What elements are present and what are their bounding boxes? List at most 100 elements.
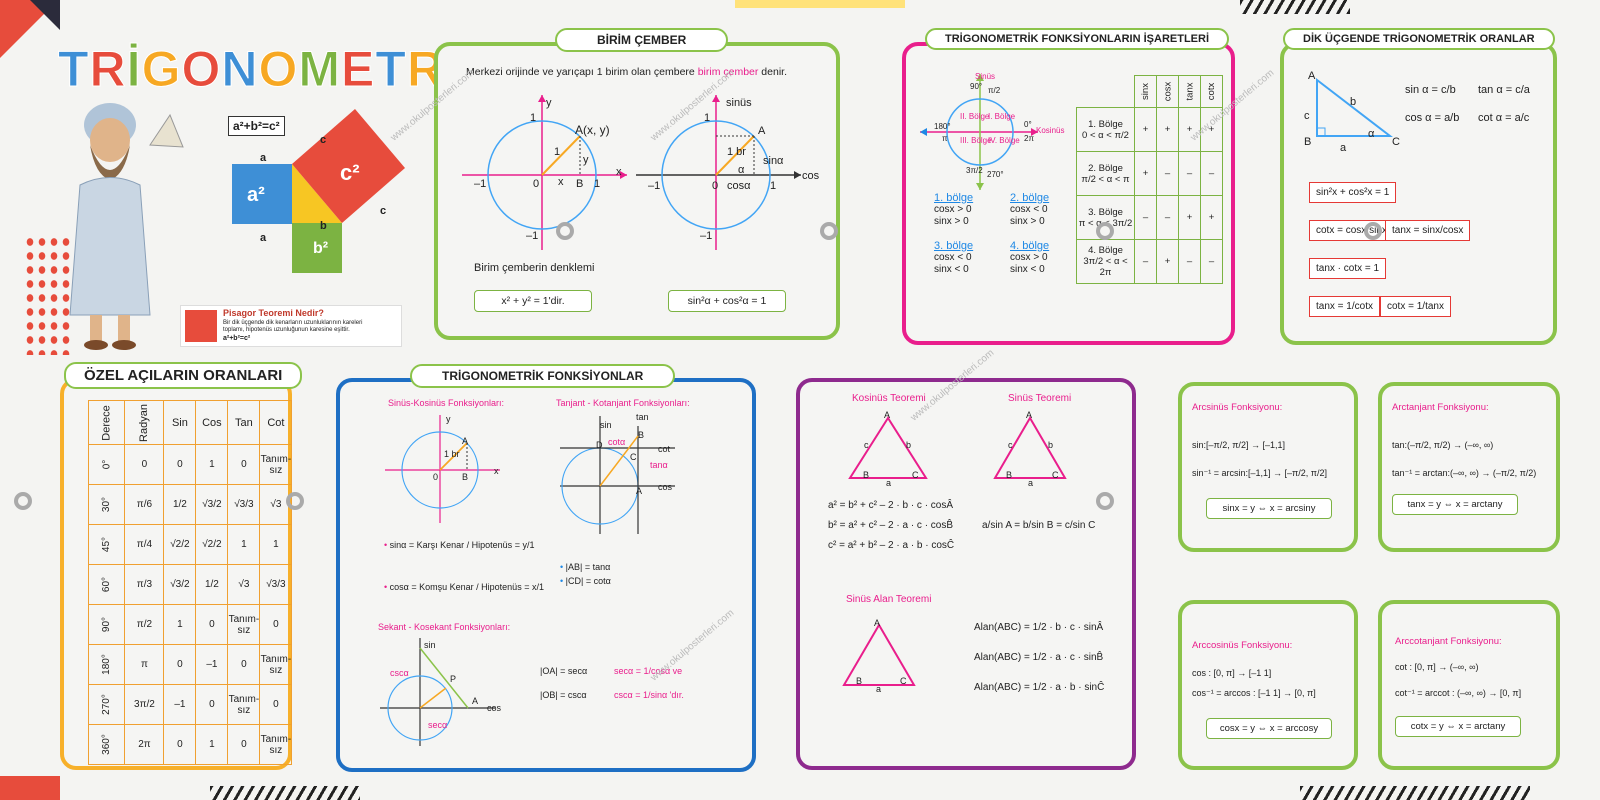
tri3-a: a <box>876 684 882 694</box>
cos-law-1: a² = b² + c² – 2 · b · c · cosÂ <box>828 500 954 511</box>
b2-title: 2. bölge <box>1010 192 1050 204</box>
philosopher-illustration <box>69 103 184 350</box>
angles-cell: π/3 <box>124 564 165 605</box>
arccot-box: cotx = y ⇔ x = arctany <box>1395 716 1521 737</box>
right-one-br: 1 br <box>727 146 746 158</box>
logo-icon <box>1364 222 1382 240</box>
scs-cos: cos <box>487 703 502 713</box>
angles-cell: –1 <box>163 684 197 725</box>
left-b-label: B <box>576 178 584 190</box>
scs-seca: secα <box>428 720 448 730</box>
angles-cell: √3/3 <box>227 484 261 525</box>
tri3-B: B <box>856 676 863 686</box>
angles-cell: 30° <box>87 484 126 525</box>
angles-cell: 0 <box>163 724 197 765</box>
signs-three-pi-half: 3π/2 <box>966 166 983 175</box>
info-icon <box>185 310 217 342</box>
ratio-tan: tan α = c/a <box>1478 84 1530 96</box>
sec-definition: secα = 1/cosα ve <box>614 666 683 676</box>
arcsin-panel <box>1178 382 1358 552</box>
title-letter: N <box>221 41 259 98</box>
angles-header-cell: Radyan <box>124 400 165 445</box>
angles-header-cell: Cos <box>195 400 229 445</box>
info-text-1: Bir dik üçgende dik kenarların uzunlukla… <box>223 320 363 326</box>
stripe-decoration <box>1300 786 1530 800</box>
tc-cos: cos <box>658 482 673 492</box>
unit-circle-intro: Merkezi orijinde ve yarıçapı 1 birim ola… <box>466 66 787 78</box>
scs-P: P <box>450 674 457 684</box>
tri-A: A <box>1308 70 1316 82</box>
angles-cell: √3/3 <box>259 564 293 605</box>
area-triangle <box>842 623 916 686</box>
scs-csca: cscα <box>390 668 409 678</box>
left-minus-one: –1 <box>474 178 487 190</box>
signs-title: TRİGONOMETRİK FONKSİYONLARIN İŞARETLERİ <box>925 28 1229 50</box>
tri3-C: C <box>900 676 907 686</box>
sin-law: a/sin A = b/sin B = c/sin C <box>982 520 1096 531</box>
square-b-label: b² <box>313 240 329 257</box>
title-letter: O <box>258 41 299 98</box>
angles-cell: √3/2 <box>163 564 197 605</box>
tri1-B: B <box>863 470 870 480</box>
b1-l1: cosx > 0 <box>934 204 972 215</box>
sin-definition: • sinα = Karşı Kenar / Hipotenüs = y/1 <box>384 540 535 550</box>
b3-title: 3. bölge <box>934 240 974 252</box>
logo-icon <box>286 492 304 510</box>
tri2-B: B <box>1006 470 1013 480</box>
sc-y: y <box>446 414 451 424</box>
signs-header-cell: tanx <box>1178 75 1201 108</box>
arccot-line1: cot : [0, π] → (–∞, ∞) <box>1395 662 1479 672</box>
arccos-panel <box>1178 600 1358 770</box>
tc-tana: tanα <box>650 460 668 470</box>
q1-label: I. Bölge <box>988 112 1016 121</box>
scs-sin: sin <box>424 640 436 650</box>
cos-definition: • cosα = Komşu Kenar / Hipotenüs = x/1 <box>384 582 544 592</box>
sec-csc-diagram <box>380 638 495 746</box>
left-y-segment: y <box>583 154 589 166</box>
title-letter: M <box>298 41 342 98</box>
tri-C: C <box>1392 136 1400 148</box>
identity-5: tanx = 1/cotx <box>1309 296 1380 317</box>
angles-cell: 2π <box>124 724 165 765</box>
tri1-A: A <box>884 410 891 420</box>
identity-6: cotx = 1/tanx <box>1380 296 1451 317</box>
circle-equation-label: Birim çemberin denklemi <box>474 262 595 274</box>
arcsin-box: sinx = y ⇔ x = arcsiny <box>1206 498 1332 519</box>
tc-B: B <box>638 430 645 440</box>
signs-two-pi: 2π <box>1024 134 1034 143</box>
b4-l2: sinx < 0 <box>1010 264 1045 275</box>
info-title: Pisagor Teoremi Nedir? <box>223 308 324 318</box>
angles-header-cell: Tan <box>227 400 261 445</box>
identity-4: tanx · cotx = 1 <box>1309 258 1387 279</box>
arcsin-title: Arcsinüs Fonksiyonu: <box>1192 402 1283 413</box>
sec-csc-title: Sekant - Kosekant Fonksiyonları: <box>378 622 511 632</box>
tc-D: D <box>596 440 603 450</box>
pythagorean-identity: sin²α + cos²α = 1 <box>668 290 786 312</box>
arcsin-line2: sin⁻¹ = arcsin:[–1,1] → [–π/2, π/2] <box>1192 468 1327 478</box>
title-letter: E <box>341 41 376 98</box>
unit-circle-right-diagram <box>636 95 801 250</box>
sc-B: B <box>462 472 469 482</box>
stripe-decoration <box>210 786 360 800</box>
square-a-label: a² <box>247 184 265 206</box>
angles-cell: π/4 <box>124 524 165 565</box>
logo-icon <box>1096 222 1114 240</box>
angles-cell: Tanım-sız <box>227 684 261 725</box>
cos-law-3: c² = a² + b² – 2 · a · b · cosĈ <box>828 540 955 551</box>
side-a-bottom: a <box>260 232 267 244</box>
tri-b: b <box>1350 96 1357 108</box>
arctan-line2: tan⁻¹ = arctan:(–∞, ∞) → (–π/2, π/2) <box>1392 468 1537 478</box>
ratio-sin: sin α = c/b <box>1405 84 1456 96</box>
corner-decoration-bottom <box>0 776 60 800</box>
top-yellow-bar <box>735 0 905 8</box>
angles-cell: 90° <box>87 604 126 645</box>
signs-header-cell: cotx <box>1200 75 1223 108</box>
angles-header-cell: Cot <box>259 400 293 445</box>
theorem-triangles <box>848 416 1067 479</box>
right-a-label: A <box>758 125 766 137</box>
angles-cell: 60° <box>87 564 126 605</box>
angles-cell: 0 <box>259 684 293 725</box>
signs-deg180: 180° <box>934 122 951 131</box>
